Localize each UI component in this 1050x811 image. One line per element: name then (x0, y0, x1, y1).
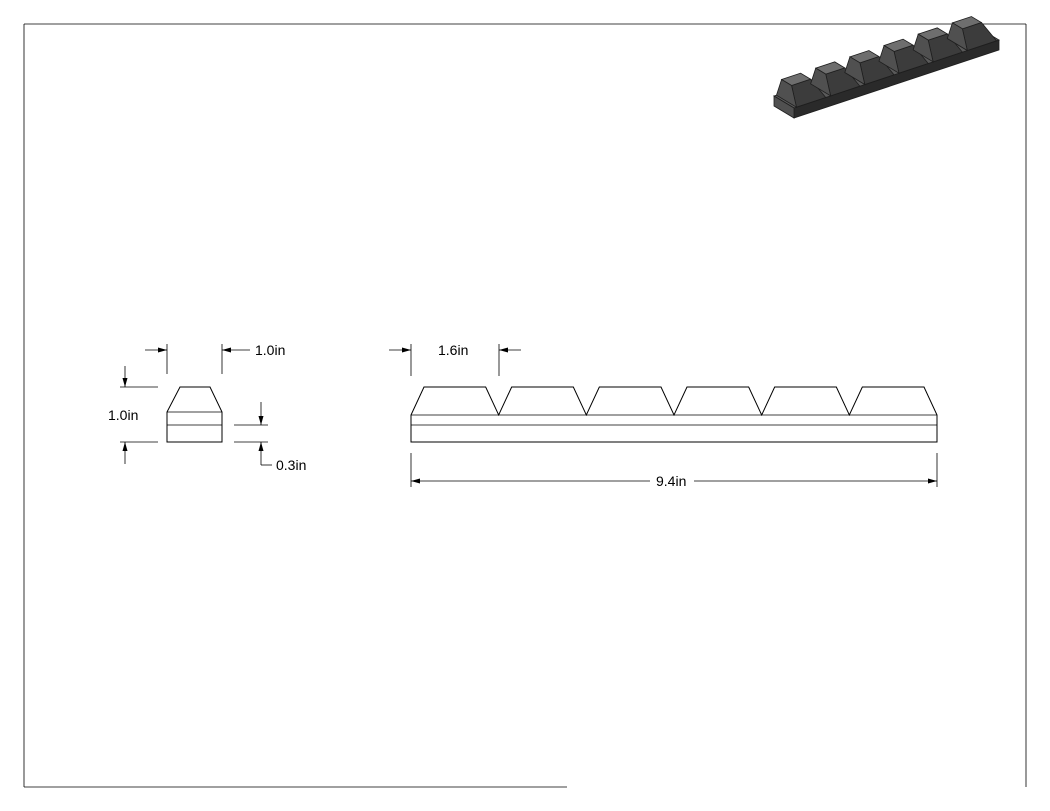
end-view-height-label: 1.0in (108, 407, 138, 423)
segment-pitch-label: 1.6in (438, 342, 468, 358)
side-view: 1.6in 9.4in (389, 342, 938, 489)
base-thickness-label: 0.3in (276, 457, 306, 473)
overall-length-dimension: 9.4in (410, 453, 938, 489)
base-thickness-dimension: 0.3in (234, 402, 306, 473)
iso-segment-side (775, 78, 798, 109)
end-view-profile (166, 386, 223, 443)
end-view-height-dimension: 1.0in (108, 366, 158, 464)
iso-segment-side (844, 56, 866, 86)
end-view-width-dimension: 1.0in (145, 342, 285, 374)
iso-base-end (773, 95, 795, 119)
overall-length-label: 9.4in (656, 473, 686, 489)
iso-segment-side (810, 67, 832, 97)
isometric-view (773, 16, 1000, 119)
iso-segment-side (878, 44, 900, 75)
end-view: 1.0in 1.0in 0.3in (108, 342, 306, 473)
end-view-width-label: 1.0in (255, 342, 285, 358)
iso-segment-side (946, 22, 968, 52)
side-view-profile (410, 386, 938, 443)
sheet-border (23, 23, 1027, 788)
iso-segment-side (912, 33, 934, 63)
segment-pitch-dimension: 1.6in (389, 342, 521, 376)
